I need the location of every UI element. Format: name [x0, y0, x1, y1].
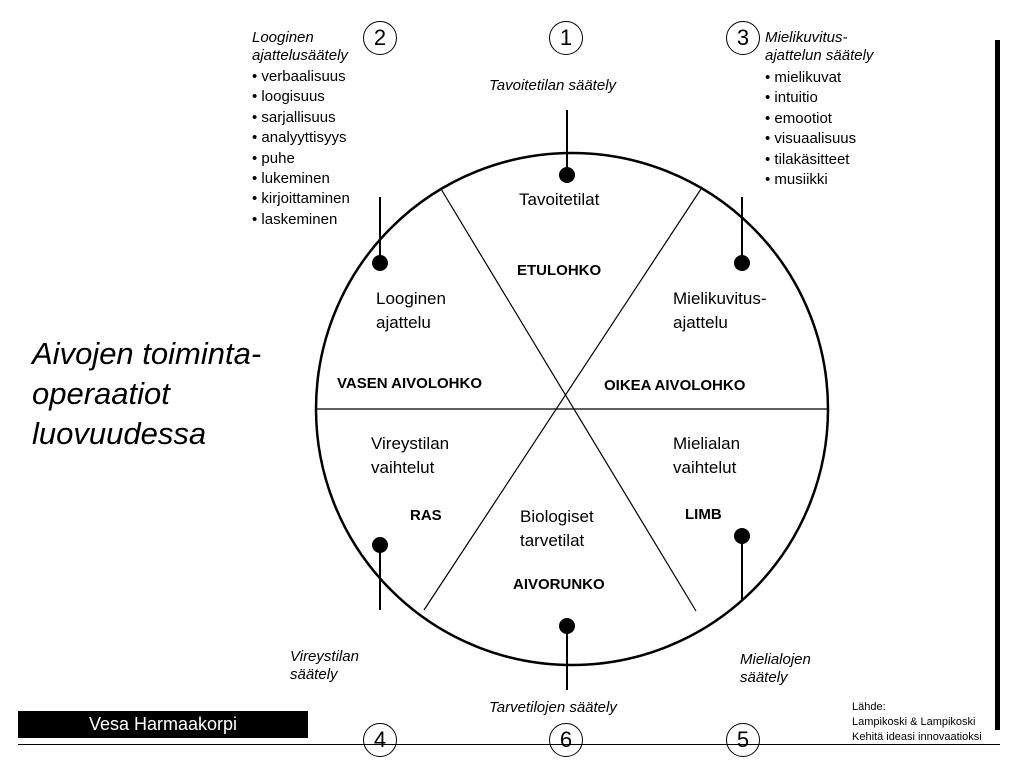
mood-regulation-line-2: säätely	[740, 669, 788, 686]
mood-regulation-line-1: Mielialojen	[740, 651, 811, 668]
number-badge-3: 3	[726, 21, 760, 55]
sector-upper-right-line-2: ajattelu	[673, 313, 728, 332]
page-title: Aivojen toiminta- operaatiot luovuudessa	[32, 334, 261, 454]
list-item: kirjoittaminen	[252, 189, 349, 209]
diagonal-divider-a	[440, 188, 697, 612]
number-badge-5: 5	[726, 723, 760, 757]
limb-label: LIMB	[685, 506, 722, 523]
alertness-regulation-line-2: säätely	[290, 666, 338, 683]
right-border-bar	[995, 40, 1000, 730]
list-item: sarjallisuus	[252, 108, 350, 128]
sector-bottom-line-2: tarvetilat	[520, 531, 585, 550]
logical-regulation-line-1: Looginen	[252, 29, 314, 46]
alertness-regulation-line-1: Vireystilan	[290, 648, 359, 665]
list-item: intuitio	[765, 88, 856, 108]
sector-top-label: Tavoitetilat	[519, 190, 600, 209]
list-item: mielikuvat	[765, 68, 856, 88]
list-item: emootiot	[765, 109, 856, 129]
diagonal-divider-b	[423, 188, 702, 611]
sector-lower-left-line-1: Vireystilan	[371, 434, 450, 453]
imagination-regulation-line-1: Mielikuvitus-	[765, 29, 848, 46]
list-item: loogisuus	[252, 87, 350, 107]
right-hemisphere-label: OIKEA AIVOLOHKO	[604, 377, 746, 394]
sector-lower-left-text: Vireystilan vaihtelut	[371, 432, 449, 480]
goal-regulation-label: Tavoitetilan säätely	[489, 77, 617, 94]
title-line-3: luovuudessa	[32, 416, 207, 451]
number-badge-6: 6	[549, 723, 583, 757]
source-line-2: Lampikoski & Lampikoski	[852, 716, 976, 728]
sector-upper-left-text: Looginen ajattelu	[376, 287, 446, 335]
needs-regulation-label: Tarvetilojen säätely	[489, 699, 617, 716]
ras-label: RAS	[410, 507, 442, 524]
pin-3-dot	[734, 255, 750, 271]
pin-4-dot	[372, 537, 388, 553]
title-line-1: Aivojen toiminta-	[32, 336, 262, 371]
sector-upper-left-line-1: Looginen	[376, 289, 446, 308]
sector-lower-right-line-1: Mielialan	[673, 434, 741, 453]
sector-upper-right-text: Mielikuvitus- ajattelu	[673, 287, 767, 335]
mood-regulation-label: Mielialojen säätely	[740, 651, 811, 687]
list-item: laskeminen	[252, 210, 350, 230]
imagination-regulation-line-2: ajattelun säätely	[765, 47, 874, 64]
pin-2-dot	[372, 255, 388, 271]
source-line-3: Kehitä ideasi innovaatioksi	[852, 731, 982, 743]
imagination-regulation-heading: Mielikuvitus- ajattelun säätely	[765, 29, 873, 65]
list-item: lukeminen	[252, 169, 350, 189]
left-hemisphere-label: VASEN AIVOLOHKO	[337, 375, 483, 392]
source-line-1: Lähde:	[852, 701, 886, 713]
imagination-list: mielikuvat intuitio emootiot visuaalisuu…	[765, 68, 856, 190]
alertness-regulation-label: Vireystilan säätely	[290, 648, 359, 684]
logical-regulation-line-2: ajattelusäätely	[252, 47, 348, 64]
pin-6-dot	[559, 618, 575, 634]
sector-bottom-region: AIVORUNKO	[513, 576, 605, 593]
number-badge-1: 1	[549, 21, 583, 55]
logical-thinking-list: verbaalisuus loogisuus sarjallisuus anal…	[252, 67, 350, 230]
number-badge-4: 4	[363, 723, 397, 757]
pin-1-dot	[559, 167, 575, 183]
source-citation: Lähde: Lampikoski & Lampikoski Kehitä id…	[852, 700, 982, 745]
list-item: analyyttisyys	[252, 128, 350, 148]
bottom-rule	[18, 744, 1000, 745]
sector-upper-right-line-1: Mielikuvitus-	[673, 289, 767, 308]
sector-lower-right-line-2: vaihtelut	[673, 458, 737, 477]
list-item: musiikki	[765, 170, 856, 190]
sector-bottom-text: Biologiset tarvetilat	[520, 505, 594, 553]
author-bar: Vesa Harmaakorpi	[18, 711, 308, 738]
sector-top-region: ETULOHKO	[517, 262, 602, 279]
logical-regulation-heading: Looginen ajattelusäätely	[252, 29, 348, 65]
pin-5-dot	[734, 528, 750, 544]
sector-upper-left-line-2: ajattelu	[376, 313, 431, 332]
number-badge-2: 2	[363, 21, 397, 55]
list-item: puhe	[252, 149, 350, 169]
list-item: tilakäsitteet	[765, 150, 856, 170]
sector-lower-left-line-2: vaihtelut	[371, 458, 435, 477]
list-item: visuaalisuus	[765, 129, 856, 149]
title-line-2: operaatiot	[32, 376, 170, 411]
list-item: verbaalisuus	[252, 67, 350, 87]
sector-bottom-line-1: Biologiset	[520, 507, 594, 526]
sector-lower-right-text: Mielialan vaihtelut	[673, 432, 740, 480]
